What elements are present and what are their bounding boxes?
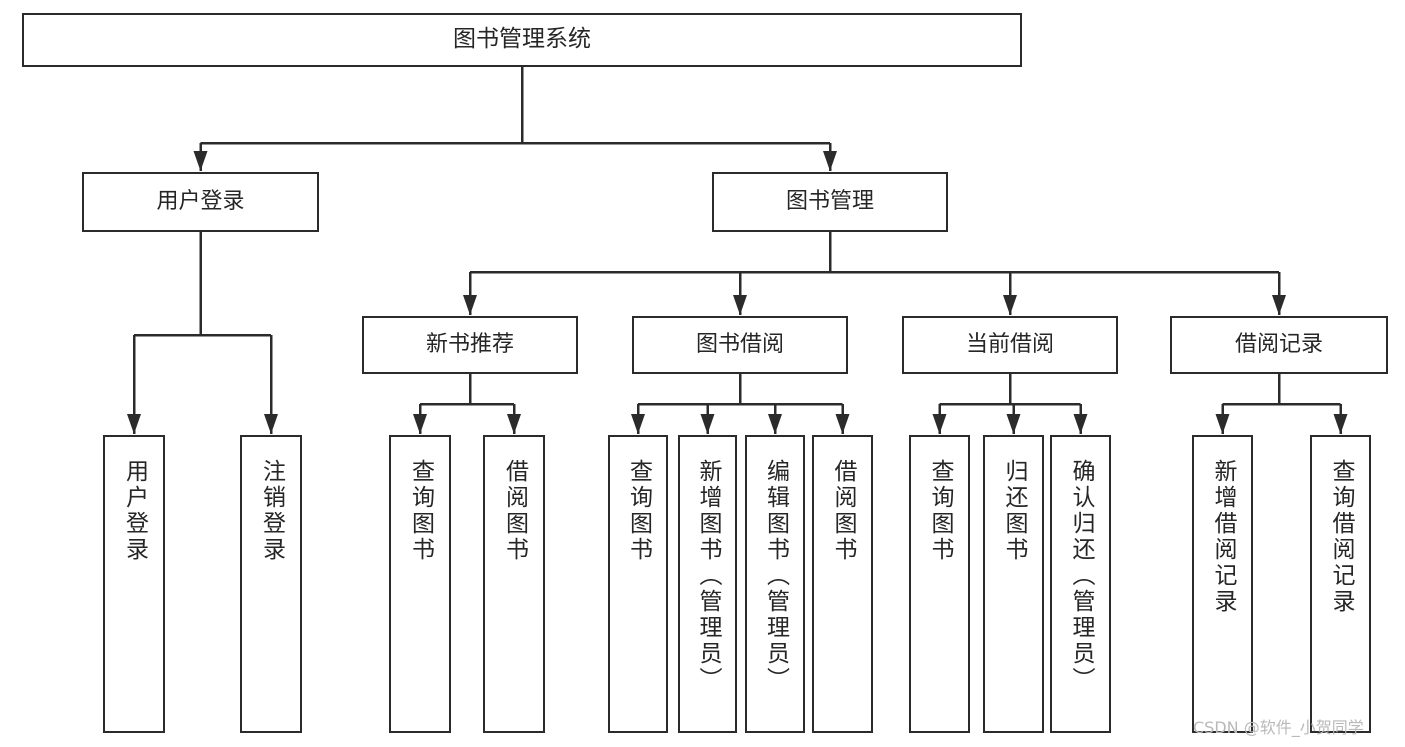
node-leaf-confirm-return-admin[interactable]: 确认归还（管理员） (1050, 435, 1111, 733)
node-root-book-management-system[interactable]: 图书管理系统 (22, 13, 1022, 67)
node-label: 新增图书（管理员） (695, 459, 721, 693)
watermark-text: CSDN @软件_小贺同学 (1193, 718, 1364, 737)
node-label: 借阅图书 (830, 459, 856, 563)
node-leaf-add-borrowing-record[interactable]: 新增借阅记录 (1192, 435, 1253, 733)
node-label: 确认归还（管理员） (1068, 459, 1094, 693)
node-label: 注销登录 (258, 459, 285, 563)
node-book-borrowing[interactable]: 图书借阅 (632, 316, 848, 374)
node-label: 新增借阅记录 (1210, 459, 1236, 615)
node-leaf-borrow-books[interactable]: 借阅图书 (812, 435, 873, 733)
node-label: 编辑图书（管理员） (762, 459, 789, 693)
node-label: 新书推荐 (425, 332, 514, 358)
node-label: 借阅图书 (501, 459, 528, 563)
node-label: 图书管理系统 (453, 26, 591, 53)
node-label: 查询借阅记录 (1328, 459, 1354, 615)
node-label: 图书管理 (785, 189, 874, 215)
node-leaf-query-books-borrowing[interactable]: 查询图书 (608, 435, 668, 733)
node-leaf-return-books[interactable]: 归还图书 (983, 435, 1044, 733)
node-label: 查询图书 (407, 459, 434, 563)
node-leaf-add-book-admin[interactable]: 新增图书（管理员） (678, 435, 737, 733)
node-current-borrowing[interactable]: 当前借阅 (902, 316, 1118, 374)
node-leaf-borrow-books-recommendation[interactable]: 借阅图书 (483, 435, 545, 733)
node-leaf-edit-book-admin[interactable]: 编辑图书（管理员） (745, 435, 805, 733)
node-user-login[interactable]: 用户登录 (82, 172, 319, 232)
node-label: 用户登录 (121, 459, 148, 563)
node-new-book-recommendation[interactable]: 新书推荐 (362, 316, 578, 374)
node-label: 归还图书 (1001, 459, 1027, 563)
node-borrowing-record[interactable]: 借阅记录 (1170, 316, 1388, 374)
node-label: 图书借阅 (695, 332, 784, 358)
node-label: 当前借阅 (965, 332, 1054, 358)
node-leaf-query-books-recommendation[interactable]: 查询图书 (389, 435, 451, 733)
node-leaf-user-login[interactable]: 用户登录 (103, 435, 165, 733)
node-leaf-query-borrowing-record[interactable]: 查询借阅记录 (1310, 435, 1371, 733)
node-label: 借阅记录 (1234, 332, 1323, 358)
node-label: 用户登录 (156, 189, 245, 215)
node-book-management[interactable]: 图书管理 (712, 172, 948, 232)
node-leaf-query-books-current[interactable]: 查询图书 (909, 435, 970, 733)
node-leaf-user-logout[interactable]: 注销登录 (240, 435, 302, 733)
node-label: 查询图书 (625, 459, 652, 563)
node-label: 查询图书 (927, 459, 953, 563)
